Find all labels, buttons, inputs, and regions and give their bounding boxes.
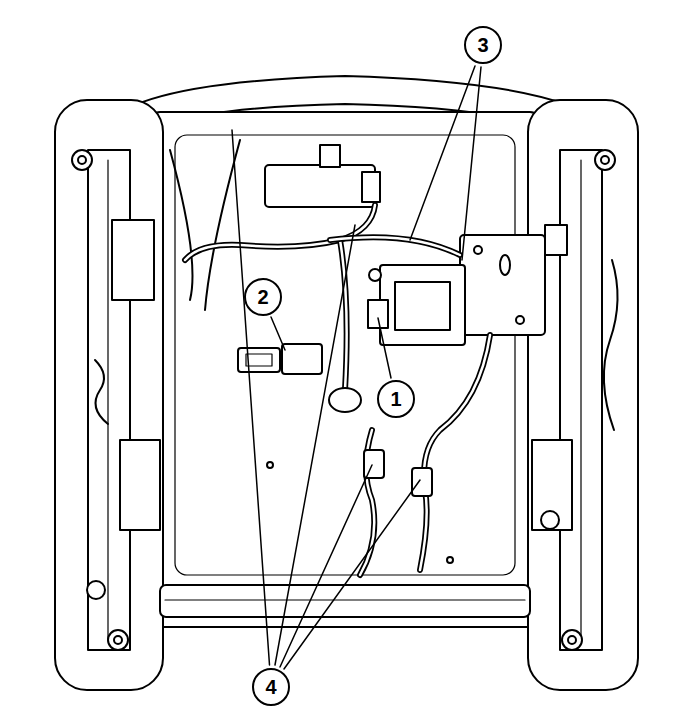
wiring-harness [420, 335, 490, 570]
bolt [369, 269, 381, 281]
motor-face [395, 282, 450, 330]
seat-pan [150, 112, 540, 627]
leader-line [284, 480, 420, 669]
callout-number: 2 [244, 278, 282, 316]
leader-line [410, 66, 475, 240]
mount-bracket [460, 235, 545, 335]
left-bracket [120, 440, 160, 530]
right-track-slot [580, 160, 581, 640]
bolt [595, 150, 615, 170]
leader-line [462, 67, 481, 260]
bolt [87, 581, 105, 599]
leader-line [232, 130, 270, 665]
harness-clip [412, 468, 432, 496]
bolt [562, 630, 582, 650]
connector-half [238, 348, 280, 372]
harness-clip [364, 450, 384, 478]
bolt [108, 630, 128, 650]
module-connector [362, 172, 380, 202]
left-side-frame [55, 100, 163, 690]
callout-number: 4 [252, 668, 290, 706]
wiring-harness [185, 205, 375, 260]
wiring-harness [340, 240, 347, 390]
wiring-harness [420, 335, 490, 570]
bracket-slot [500, 255, 510, 275]
connector [368, 300, 388, 328]
bolt [541, 511, 559, 529]
callout-number: 1 [377, 380, 415, 418]
bolt [114, 636, 122, 644]
bolt [72, 150, 92, 170]
left-bracket [112, 220, 154, 300]
motor-housing [380, 265, 465, 345]
left-track-slot [107, 160, 108, 640]
right-bracket [532, 440, 572, 530]
connector-latch [246, 354, 272, 366]
cross-bar [160, 585, 530, 617]
module [265, 165, 375, 207]
leader-line [378, 318, 391, 378]
wiring-harness [185, 205, 375, 260]
connector-half [282, 344, 322, 374]
bolt [601, 156, 609, 164]
wire [95, 360, 108, 424]
bolt [78, 156, 86, 164]
frame-tube [170, 140, 240, 310]
leader-line [275, 225, 355, 665]
cross-bar-edge [165, 599, 525, 600]
bolt [568, 636, 576, 644]
bolt [516, 316, 524, 324]
bolt [474, 246, 482, 254]
leader-line [271, 317, 285, 350]
grommet [329, 388, 361, 412]
leader-lines [232, 66, 481, 669]
hole [447, 557, 453, 563]
wire [604, 260, 618, 430]
pan-recess [175, 135, 515, 575]
right-side-frame [528, 100, 638, 690]
mount-tab [320, 145, 340, 167]
callout-number: 3 [464, 26, 502, 64]
hole [267, 462, 273, 468]
side-connector [545, 225, 567, 255]
wiring-harness [340, 240, 347, 390]
